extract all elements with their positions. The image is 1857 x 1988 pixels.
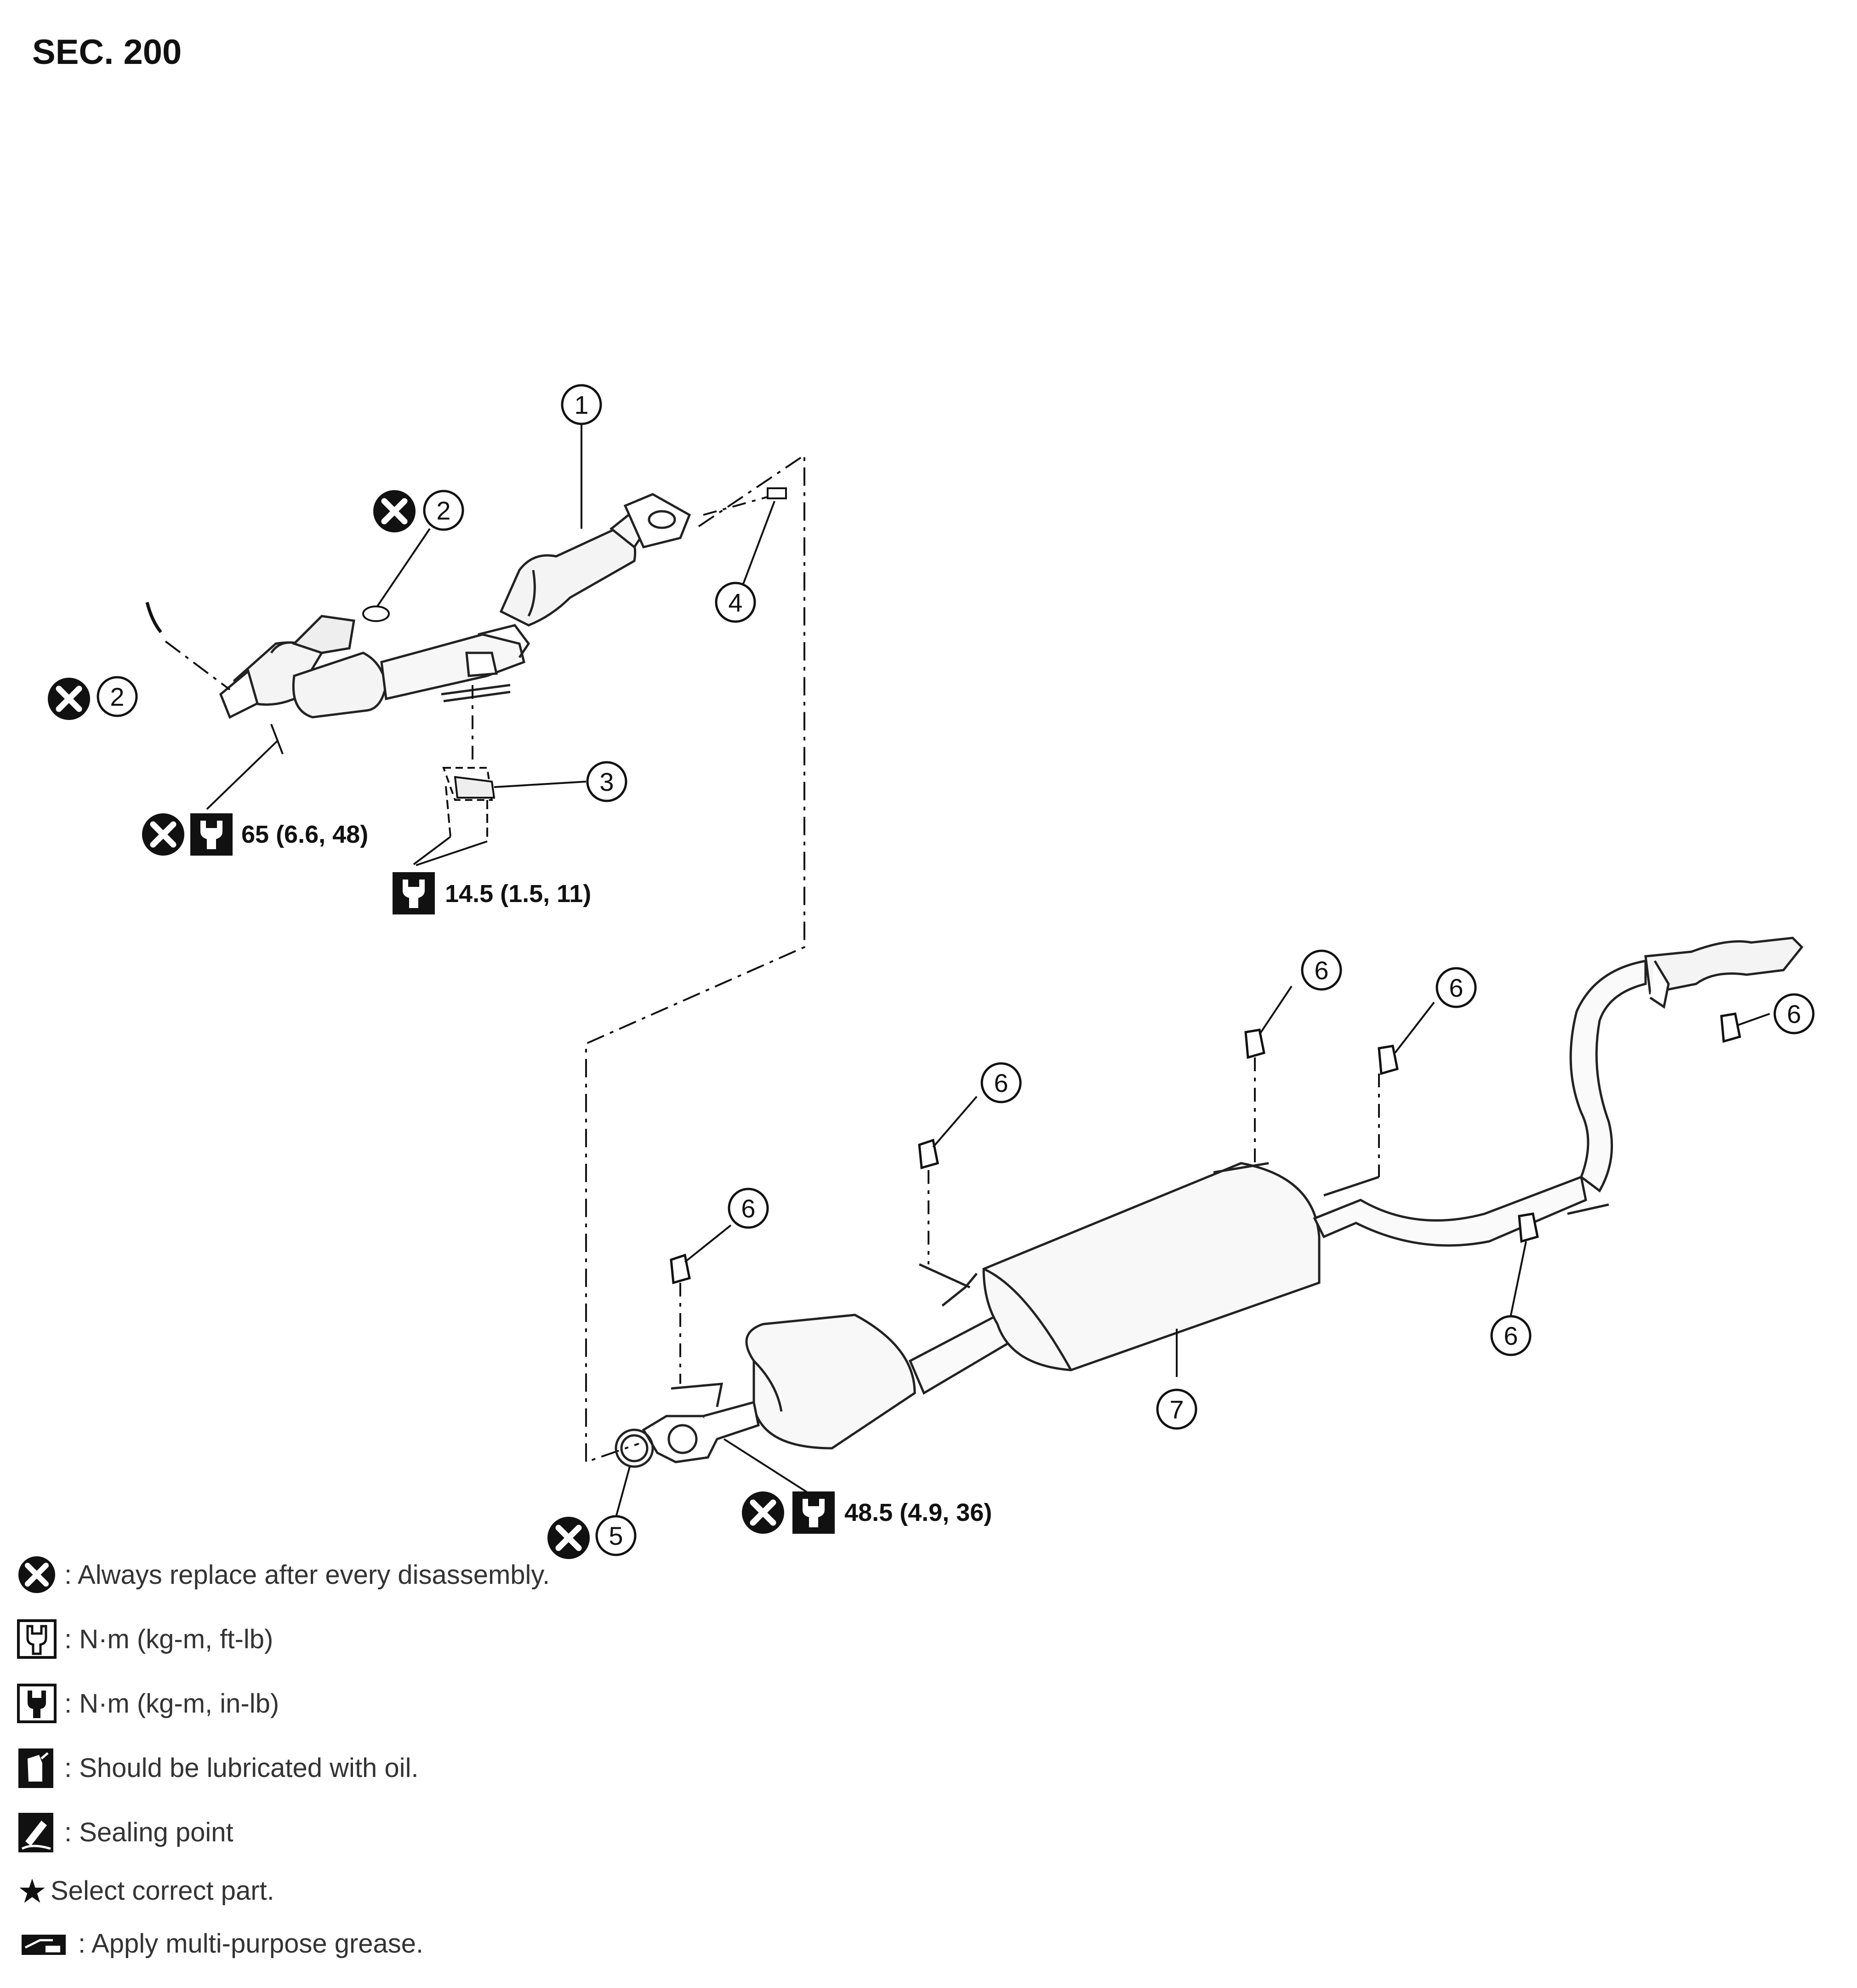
- torque-wrench-icon: [792, 1491, 835, 1534]
- legend-row-torque-ftlb: : N·m (kg-m, ft-lb): [14, 1607, 657, 1671]
- torque-wrench-icon: [393, 872, 435, 914]
- legend-text: : N·m (kg-m, ft-lb): [64, 1624, 273, 1654]
- front-tube-assembly: [219, 493, 691, 719]
- lower-leaders: [615, 985, 1770, 1518]
- torque-wrench-icon: [190, 813, 233, 856]
- callout-labels: 1 2 2 4 3 6 6 6 6 6 6 7 5: [110, 390, 1801, 1550]
- callout-6e: 6: [1787, 1000, 1801, 1028]
- legend-text: : Sealing point: [64, 1817, 234, 1847]
- torque-labels: 65 (6.6, 48) 14.5 (1.5, 11) 48.5 (4.9, 3…: [241, 821, 992, 1526]
- replace-icon: [18, 1556, 55, 1593]
- legend-row-star: Select correct part.: [14, 1864, 657, 1917]
- star-icon: [19, 1878, 45, 1903]
- callout-6d: 6: [741, 1194, 755, 1223]
- replace-icon: [48, 678, 90, 720]
- callout-6c: 6: [994, 1068, 1008, 1097]
- callout-2b: 2: [110, 682, 124, 711]
- callout-7: 7: [1169, 1395, 1184, 1424]
- legend-row-torque-inlb: : N·m (kg-m, in-lb): [14, 1671, 657, 1736]
- center-muffler-assembly: [615, 937, 1804, 1468]
- legend-row-replace: : Always replace after every disassembly…: [14, 1542, 657, 1607]
- callout-2a: 2: [436, 496, 450, 525]
- torque-value-3: 48.5 (4.9, 36): [844, 1499, 992, 1526]
- callout-6a: 6: [1314, 956, 1328, 985]
- callout-5: 5: [609, 1521, 623, 1550]
- replace-icon: [373, 490, 416, 532]
- legend-row-grease: : Apply multi-purpose grease.: [14, 1917, 657, 1970]
- torque-value-2: 14.5 (1.5, 11): [445, 880, 591, 908]
- callout-4: 4: [728, 588, 742, 617]
- legend: : Always replace after every disassembly…: [14, 1542, 657, 1970]
- upper-leaders: [145, 416, 805, 1463]
- legend-text: : Always replace after every disassembly…: [64, 1560, 550, 1590]
- section-title: SEC. 200: [32, 33, 182, 72]
- legend-text: Select correct part.: [51, 1876, 274, 1906]
- legend-row-sealing: : Sealing point: [14, 1800, 657, 1864]
- callout-3: 3: [599, 767, 614, 796]
- legend-text: : Should be lubricated with oil.: [64, 1753, 419, 1783]
- legend-text: : N·m (kg-m, in-lb): [64, 1688, 279, 1719]
- legend-text: : Apply multi-purpose grease.: [78, 1929, 424, 1959]
- legend-row-oil: : Should be lubricated with oil.: [14, 1736, 657, 1800]
- sealing-icon: [18, 1813, 53, 1852]
- torque-inlb-icon: [17, 1684, 57, 1723]
- callout-1: 1: [574, 390, 588, 419]
- grease-icon: [22, 1934, 66, 1955]
- torque-value-1: 65 (6.6, 48): [241, 821, 368, 848]
- mount-dashes: [679, 1057, 1380, 1384]
- callout-6b: 6: [1449, 973, 1463, 1002]
- callout-circles: [97, 384, 1815, 1556]
- replace-icon: [742, 1491, 784, 1534]
- callout-6f: 6: [1504, 1321, 1518, 1350]
- oil-icon: [18, 1748, 53, 1788]
- torque-ftlb-icon: [17, 1619, 57, 1659]
- replace-icon: [142, 813, 184, 856]
